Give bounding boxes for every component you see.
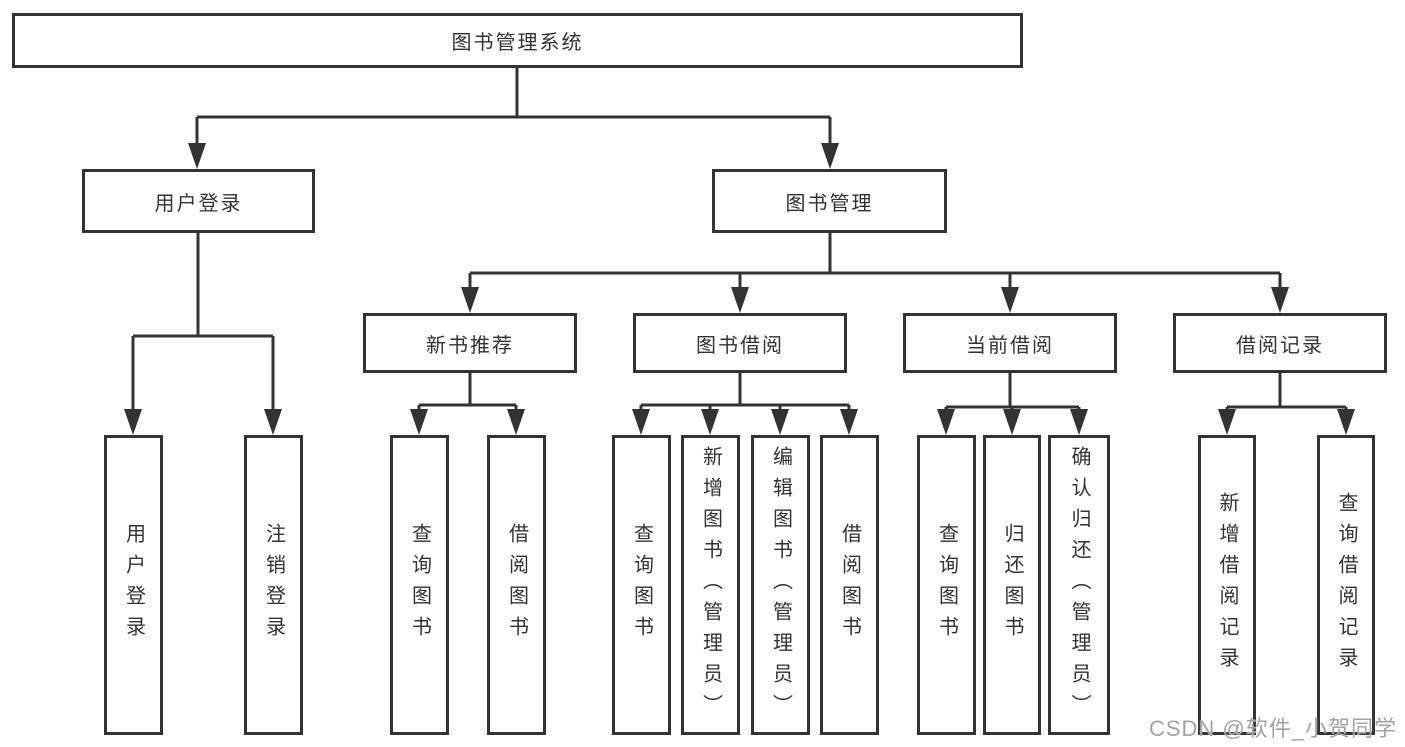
leaf-query-borrow-record-label: 查询借阅记录	[1335, 492, 1357, 678]
node-book-borrowing: 图书借阅	[633, 313, 847, 373]
node-book-management: 图书管理	[712, 169, 947, 233]
node-current-borrowing: 当前借阅	[903, 313, 1117, 373]
leaf-add-books-admin-label: 新增图书（管理员）	[699, 445, 722, 725]
leaf-user-login: 用户登录	[104, 435, 163, 735]
leaf-return-books-label: 归还图书	[1001, 523, 1023, 647]
leaf-borrow-books-label: 借阅图书	[838, 523, 861, 647]
leaf-add-borrow-record-label: 新增借阅记录	[1216, 492, 1238, 678]
node-user-login-label: 用户登录	[154, 192, 243, 215]
leaf-add-borrow-record: 新增借阅记录	[1198, 435, 1256, 735]
leaf-confirm-return-admin-label: 确认归还（管理员）	[1068, 445, 1090, 725]
leaf-query-books-borrowing: 查询图书	[612, 435, 671, 735]
leaf-query-borrow-record: 查询借阅记录	[1317, 435, 1375, 735]
node-user-login: 用户登录	[82, 169, 315, 233]
leaf-edit-books-admin-label: 编辑图书（管理员）	[769, 445, 792, 725]
csdn-watermark: CSDN @软件_小贺同学	[1148, 716, 1397, 741]
leaf-confirm-return-admin: 确认归还（管理员）	[1048, 435, 1110, 735]
node-root-label: 图书管理系统	[451, 32, 584, 54]
leaf-return-books: 归还图书	[983, 435, 1041, 735]
node-borrowing-records-label: 借阅记录	[1236, 334, 1324, 357]
leaf-borrow-books: 借阅图书	[820, 435, 879, 735]
node-new-book-recommend-label: 新书推荐	[426, 334, 514, 357]
node-new-book-recommend: 新书推荐	[363, 313, 577, 373]
node-current-borrowing-label: 当前借阅	[966, 334, 1054, 357]
node-borrowing-records: 借阅记录	[1173, 313, 1387, 373]
leaf-add-books-admin: 新增图书（管理员）	[681, 435, 740, 735]
leaf-borrow-books-recommend-label: 借阅图书	[505, 523, 528, 647]
node-root: 图书管理系统	[12, 13, 1023, 68]
node-book-management-label: 图书管理	[785, 192, 874, 215]
leaf-query-books-recommend: 查询图书	[390, 435, 449, 735]
leaf-logout-label: 注销登录	[262, 523, 285, 647]
leaf-logout: 注销登录	[244, 435, 303, 735]
node-book-borrowing-label: 图书借阅	[696, 334, 784, 357]
leaf-query-books-current-label: 查询图书	[935, 523, 958, 647]
leaf-query-books-borrowing-label: 查询图书	[630, 523, 653, 647]
leaf-query-books-recommend-label: 查询图书	[408, 523, 431, 647]
arrowhead-icons	[124, 143, 1355, 435]
leaf-edit-books-admin: 编辑图书（管理员）	[751, 435, 810, 735]
leaf-user-login-label: 用户登录	[122, 523, 145, 647]
leaf-borrow-books-recommend: 借阅图书	[487, 435, 546, 735]
leaf-query-books-current: 查询图书	[917, 435, 976, 735]
